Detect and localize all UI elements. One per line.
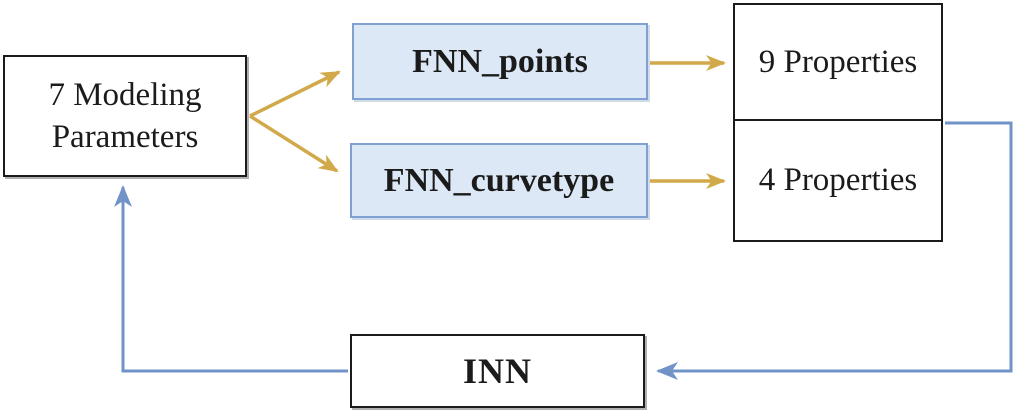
node-4-properties: 4 Properties <box>733 119 943 242</box>
node-9-properties: 9 Properties <box>733 3 943 121</box>
arrow-inn-to-params <box>114 185 348 373</box>
node-inn-label: INN <box>462 350 532 391</box>
arrow-params-to-fnn-points <box>249 70 341 118</box>
node-9-properties-label: 9 Properties <box>758 43 918 80</box>
arrow-params-to-fnn-curvetype <box>249 114 339 173</box>
node-inn: INN <box>350 334 645 408</box>
node-modeling-parameters: 7 Modeling Parameters <box>3 55 247 177</box>
node-modeling-parameters-label: 7 Modeling Parameters <box>48 76 202 155</box>
node-fnn-curvetype: FNN_curvetype <box>350 143 648 218</box>
node-fnn-curvetype-label: FNN_curvetype <box>383 161 615 199</box>
node-4-properties-label: 4 Properties <box>758 162 918 199</box>
node-fnn-points: FNN_points <box>352 23 648 100</box>
node-fnn-points-label: FNN_points <box>412 42 588 80</box>
